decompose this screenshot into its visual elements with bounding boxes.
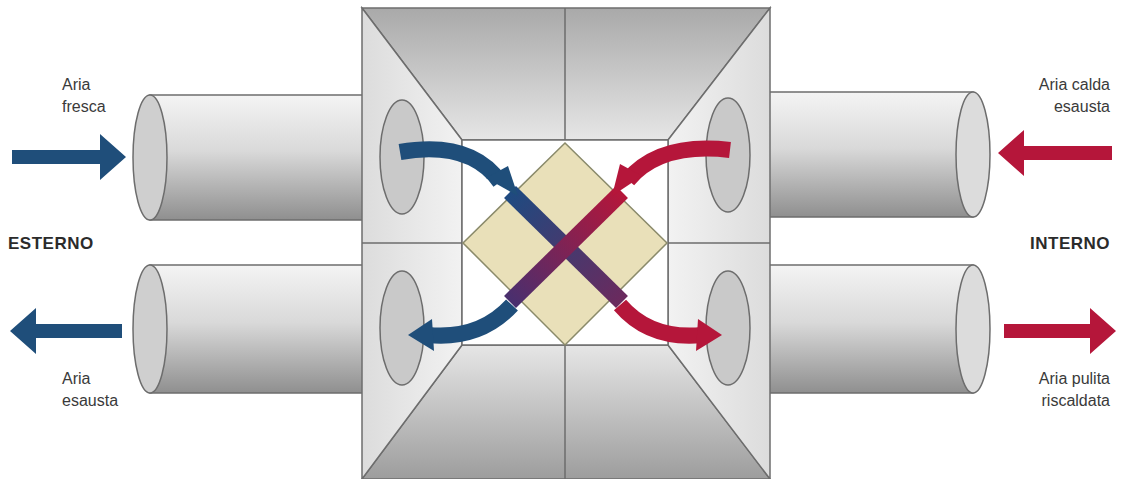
air-flow-arrow — [10, 130, 1116, 354]
side-label: ESTERNO — [8, 233, 128, 256]
side-label: INTERNO — [990, 233, 1110, 256]
flow-label: Aria calda esausta — [1018, 74, 1110, 117]
flow-label: Aria esausta — [62, 368, 128, 411]
flow-label: Aria fresca — [62, 74, 124, 117]
air-flow-arrow — [400, 149, 730, 336]
housing — [362, 8, 770, 479]
flow-label: Aria pulita riscaldata — [1018, 368, 1110, 411]
port — [380, 98, 750, 385]
cross-flow — [510, 192, 622, 302]
arrow-head — [408, 164, 722, 351]
duct — [765, 92, 990, 393]
duct — [133, 95, 365, 393]
